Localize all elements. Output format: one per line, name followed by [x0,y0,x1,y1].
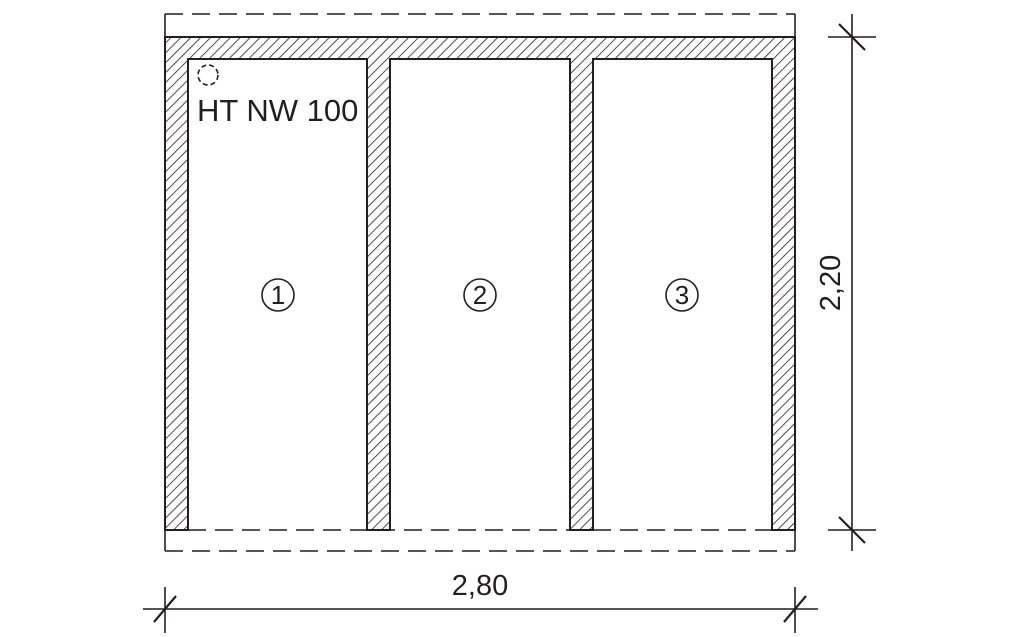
height-tick-bottom [838,516,866,544]
height-dimension-label: 2,20 [815,255,847,311]
compartment-3-circle [665,278,699,312]
walls [164,36,796,531]
compartment-2-circle [463,278,497,312]
pipe-circle-icon [197,64,219,86]
height-tick-top [838,23,866,51]
width-tick-left [153,595,177,623]
compartment-2: 2 [463,278,497,312]
height-dimension [828,14,876,551]
compartment-3-number: 3 [675,280,689,310]
dashed-outline [164,13,796,552]
compartment-3: 3 [665,278,699,312]
compartment-1: 1 [261,278,295,312]
pipe-label: HT NW 100 [197,93,358,128]
width-tick-right [783,595,807,623]
width-dimension-label: 2,80 [452,570,508,602]
wall-outline [164,36,796,531]
compartment-1-number: 1 [271,280,285,310]
width-dimension [143,587,818,633]
compartment-2-number: 2 [473,280,487,310]
compartment-1-circle [261,278,295,312]
